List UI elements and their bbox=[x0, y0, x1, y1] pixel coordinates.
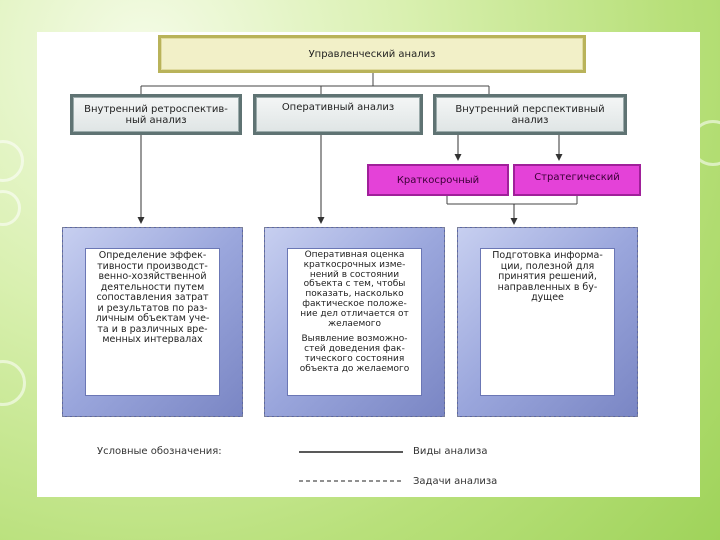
legend-label: Условные обозначения: bbox=[97, 446, 222, 457]
task-box-retrospective: Определение эффек-тивности производст-ве… bbox=[62, 227, 243, 417]
node-strategic: Стратегический bbox=[513, 164, 641, 196]
node-label: Внутренний ретроспектив- ный анализ bbox=[84, 103, 228, 126]
node-perspective-analysis: Внутренний перспективный анализ bbox=[433, 94, 627, 135]
node-management-analysis: Управленческий анализ bbox=[158, 35, 586, 73]
task-text-retrospective: Определение эффек-тивности производст-ве… bbox=[85, 248, 220, 396]
legend-dashed-text: Задачи анализа bbox=[413, 476, 498, 487]
node-short-term: Краткосрочный bbox=[367, 164, 509, 196]
node-label: Стратегический bbox=[534, 172, 620, 183]
node-label: Оперативный анализ bbox=[281, 102, 395, 113]
diagram-slide: Управленческий анализ Внутренний ретросп… bbox=[37, 32, 700, 497]
node-retrospective-analysis: Внутренний ретроспектив- ный анализ bbox=[70, 94, 242, 135]
connector-lines bbox=[137, 73, 578, 482]
background-ring bbox=[0, 190, 21, 226]
node-label: Краткосрочный bbox=[396, 174, 480, 186]
node-label: Внутренний перспективный анализ bbox=[455, 103, 605, 126]
legend-solid-text: Виды анализа bbox=[413, 446, 488, 457]
node-title-text: Управленческий анализ bbox=[308, 48, 436, 60]
background-ring bbox=[0, 360, 26, 406]
node-operational-analysis: Оперативный анализ bbox=[253, 94, 423, 135]
background-ring bbox=[0, 140, 24, 182]
